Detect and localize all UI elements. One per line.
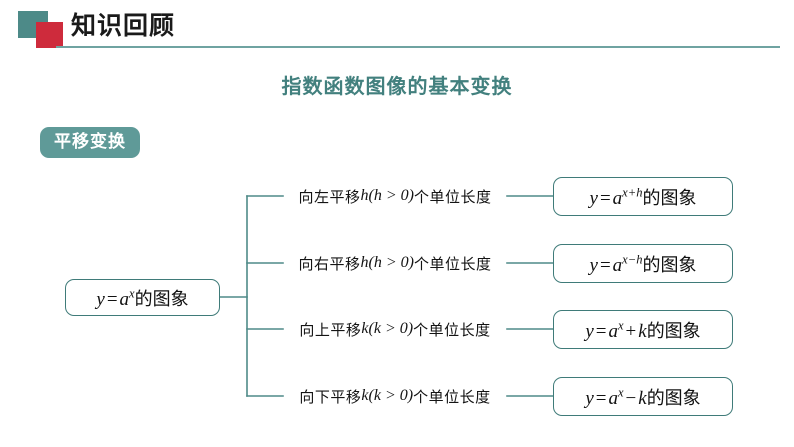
result-3-exponent: x	[617, 318, 624, 333]
branch-1-variable: h	[360, 187, 369, 204]
branch-1-condition: (h > 0)	[368, 187, 414, 204]
branch-4-prefix: 向下平移	[299, 388, 362, 406]
result-3-lhs: y	[585, 320, 594, 342]
result-1-suffix: 的图象	[642, 187, 697, 208]
section-heading: 指数函数图像的基本变换	[281, 76, 513, 98]
branch-3-suffix: 个单位长度	[413, 321, 491, 339]
result-4-term: k	[638, 387, 647, 409]
result-box-shift-down: y=ax−k的图象	[553, 377, 733, 416]
result-3-term: k	[638, 320, 647, 342]
branch-2-suffix: 个单位长度	[413, 255, 492, 273]
root-exponent: x	[129, 286, 135, 301]
result-box-shift-left: y=ax+h的图象	[553, 177, 733, 216]
branch-4-condition: (k > 0)	[368, 387, 414, 404]
branch-4-variable: k	[361, 387, 369, 404]
page-header: 知识回顾	[0, 0, 794, 55]
root-equals: =	[106, 288, 118, 310]
branch-3-condition: (k > 0)	[368, 320, 414, 337]
root-lhs: y	[96, 288, 105, 310]
result-3-equals: =	[595, 320, 607, 342]
result-2-equals: =	[599, 254, 611, 276]
result-4-base: a	[608, 387, 618, 409]
result-4-suffix: 的图象	[646, 387, 701, 408]
result-2-expression: y=ax−h的图象	[590, 251, 697, 277]
branch-2-prefix: 向右平移	[298, 255, 361, 273]
root-base: a	[119, 288, 130, 310]
result-3-base: a	[608, 320, 618, 342]
result-4-expression: y=ax−k的图象	[585, 384, 700, 410]
header-divider	[56, 46, 780, 48]
result-4-operator: −	[625, 387, 637, 409]
result-4-lhs: y	[585, 387, 594, 409]
result-3-operator: +	[625, 320, 637, 342]
result-box-shift-up: y=ax+k的图象	[553, 310, 733, 349]
branch-4-suffix: 个单位长度	[413, 388, 491, 406]
transform-type-badge: 平移变换	[40, 127, 140, 158]
result-1-expression: y=ax+h的图象	[590, 184, 697, 210]
branch-2-condition: (h > 0)	[368, 254, 414, 271]
result-1-exponent: x+h	[622, 185, 643, 200]
decor-red-square	[36, 22, 63, 48]
result-2-exponent: x−h	[622, 252, 643, 267]
result-2-lhs: y	[589, 254, 598, 276]
root-expression: y=ax的图象	[96, 285, 188, 311]
root-suffix: 的图象	[134, 288, 189, 309]
result-3-suffix: 的图象	[646, 320, 701, 341]
branch-3-prefix: 向上平移	[299, 321, 362, 339]
branch-1-suffix: 个单位长度	[413, 188, 492, 206]
result-box-shift-right: y=ax−h的图象	[553, 244, 733, 283]
result-2-base: a	[612, 254, 623, 276]
branch-3-variable: k	[361, 320, 369, 337]
tree-root-node: y=ax的图象	[65, 279, 220, 316]
result-4-equals: =	[595, 387, 607, 409]
result-1-equals: =	[599, 187, 611, 209]
result-4-exponent: x	[617, 385, 624, 400]
result-3-expression: y=ax+k的图象	[585, 317, 700, 343]
page-title: 知识回顾	[71, 12, 176, 40]
result-2-suffix: 的图象	[642, 254, 697, 275]
result-1-base: a	[612, 187, 623, 209]
branch-2-variable: h	[360, 254, 369, 271]
branch-1-prefix: 向左平移	[298, 188, 361, 206]
result-1-lhs: y	[589, 187, 598, 209]
